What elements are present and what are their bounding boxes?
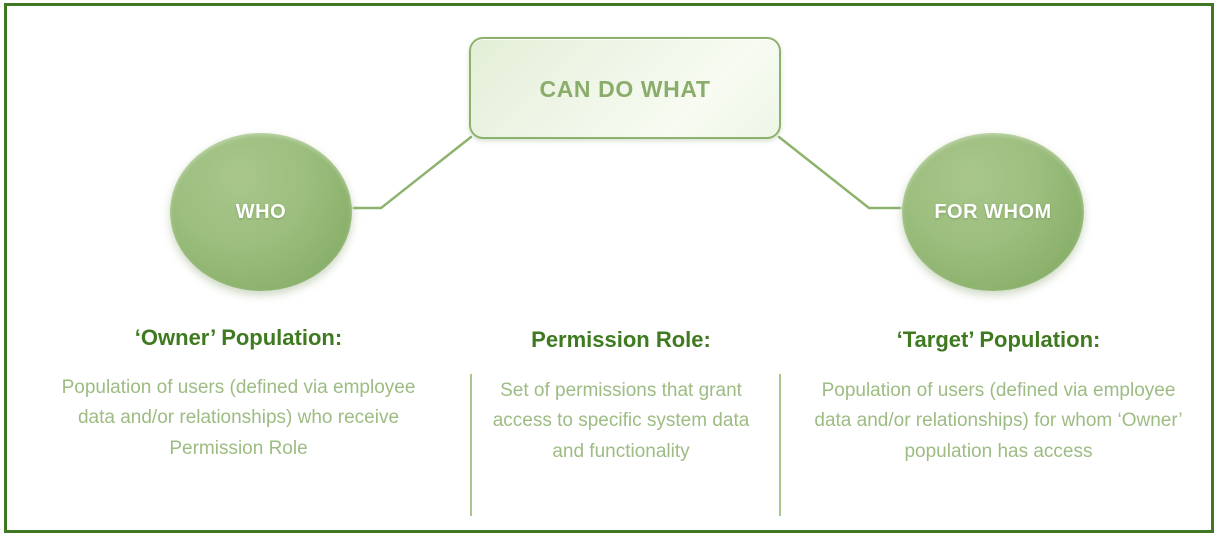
column-divider-left	[470, 374, 472, 516]
node-for-whom-label: FOR WHOM	[934, 200, 1052, 223]
column-target-body: Population of users (defined via employe…	[814, 379, 1183, 463]
column-owner-body: Population of users (defined via employe…	[61, 376, 416, 460]
outer-frame: CAN DO WHAT WHO FOR WHOM ‘Owner’ Populat…	[4, 3, 1214, 533]
connector-lines	[348, 135, 904, 210]
description-columns: ‘Owner’ Population: Population of users …	[11, 309, 1218, 536]
column-permission-role-heading: Permission Role:	[531, 327, 711, 352]
connector-right	[777, 135, 904, 210]
node-can-do-what-label: CAN DO WHAT	[539, 75, 711, 102]
node-can-do-what[interactable]: CAN DO WHAT	[469, 37, 781, 139]
column-owner-population: ‘Owner’ Population: Population of users …	[11, 309, 466, 536]
column-target-population: ‘Target’ Population: Population of users…	[776, 309, 1218, 536]
column-target-heading: ‘Target’ Population:	[896, 327, 1101, 352]
diagram-area: CAN DO WHAT WHO FOR WHOM	[7, 6, 1218, 306]
column-owner-heading: ‘Owner’ Population:	[134, 325, 343, 350]
node-for-whom[interactable]: FOR WHOM	[902, 133, 1084, 291]
node-who-label: WHO	[235, 200, 287, 223]
column-permission-role: Permission Role: Set of permissions that…	[466, 309, 776, 536]
connector-left	[348, 135, 473, 210]
column-divider-right	[779, 374, 781, 516]
column-permission-role-body: Set of permissions that grant access to …	[492, 379, 750, 463]
node-who[interactable]: WHO	[170, 133, 352, 291]
